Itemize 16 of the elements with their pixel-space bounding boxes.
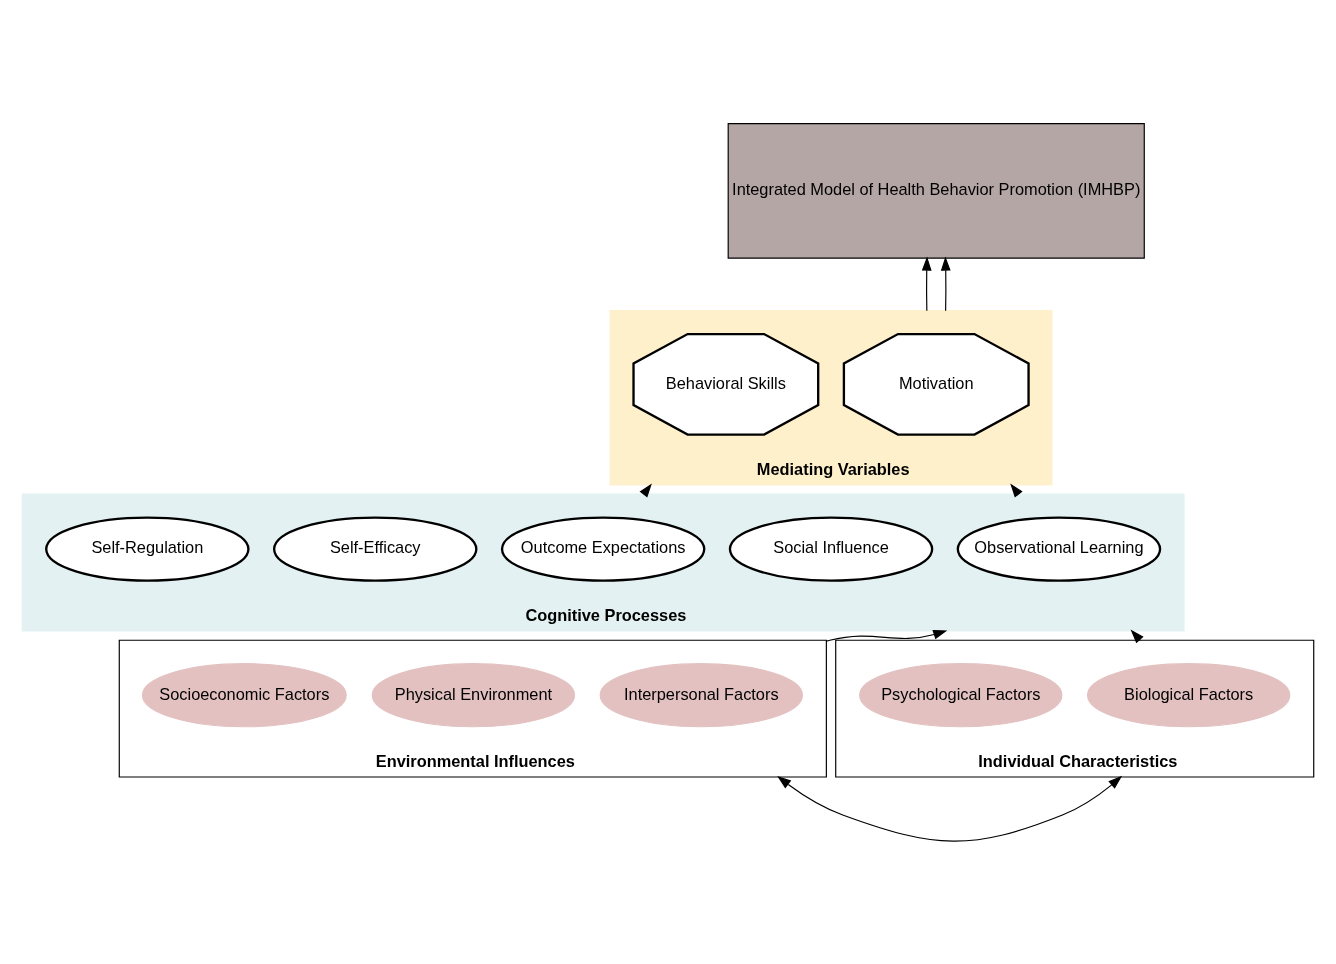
- arrow: [940, 256, 951, 311]
- arrow: [777, 775, 1123, 842]
- arrow: [921, 256, 932, 311]
- arrow: [1130, 629, 1144, 643]
- node-ellipse: Outcome Expectations: [500, 515, 706, 582]
- node-ellipse: Biological Factors: [1087, 662, 1291, 727]
- arrow: [825, 629, 948, 642]
- node-ellipse: Social Influence: [728, 515, 934, 582]
- node-box: Integrated Model of Health Behavior Promotion (IMHBP): [727, 122, 1145, 259]
- node-ellipse: Socioeconomic Factors: [141, 662, 347, 727]
- node-ellipse: Observational Learning: [956, 515, 1162, 582]
- node-ellipse: Physical Environment: [371, 662, 576, 727]
- node-ellipse: Self-Efficacy: [272, 515, 478, 582]
- node-ellipse: Interpersonal Factors: [599, 662, 803, 727]
- node-ellipse: Self-Regulation: [45, 515, 250, 582]
- node-ellipse: Psychological Factors: [859, 662, 1063, 727]
